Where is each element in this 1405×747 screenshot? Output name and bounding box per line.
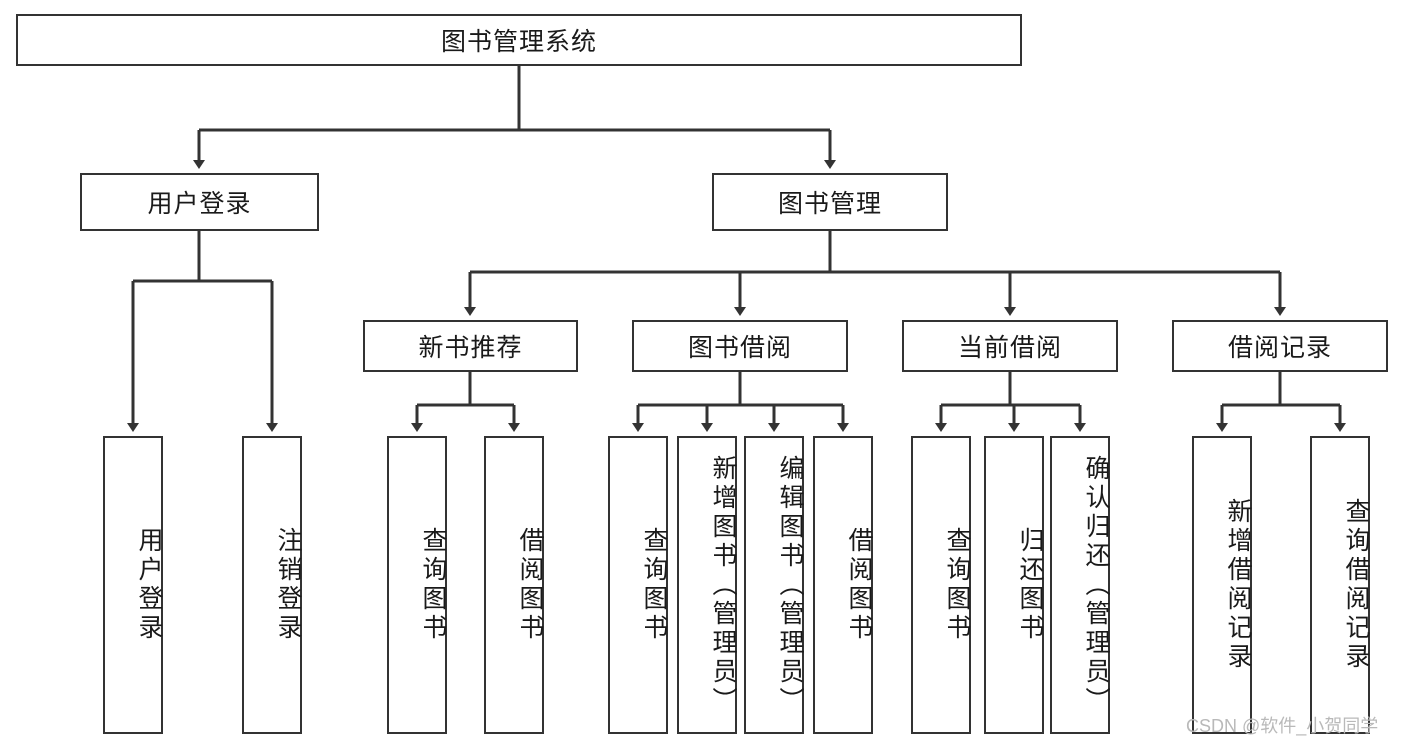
leaf-user-logout[interactable]: 注销登录 (242, 436, 302, 734)
leaf-label: 归还图书 (1016, 527, 1044, 643)
leaf-label: 查询图书 (943, 527, 971, 643)
leaf-borrow-book-2[interactable]: 借阅图书 (813, 436, 873, 734)
leaf-query-book-3[interactable]: 查询图书 (911, 436, 971, 734)
node-book-manage[interactable]: 图书管理 (712, 173, 948, 231)
leaf-label: 借阅图书 (516, 527, 544, 643)
node-new-book-recommend[interactable]: 新书推荐 (363, 320, 578, 372)
leaf-query-book-1[interactable]: 查询图书 (387, 436, 447, 734)
leaf-label: 新增图书（管理员） (709, 454, 737, 716)
leaf-add-book[interactable]: 新增图书（管理员） (677, 436, 737, 734)
leaf-user-login[interactable]: 用户登录 (103, 436, 163, 734)
leaf-query-record[interactable]: 查询借阅记录 (1310, 436, 1370, 734)
leaf-return-book[interactable]: 归还图书 (984, 436, 1044, 734)
node-user-login[interactable]: 用户登录 (80, 173, 319, 231)
leaf-borrow-book-1[interactable]: 借阅图书 (484, 436, 544, 734)
leaf-label: 查询图书 (419, 527, 447, 643)
leaf-confirm-return[interactable]: 确认归还（管理员） (1050, 436, 1110, 734)
leaf-label: 确认归还（管理员） (1082, 454, 1110, 716)
leaf-edit-book[interactable]: 编辑图书（管理员） (744, 436, 804, 734)
leaf-label: 新增借阅记录 (1224, 498, 1252, 672)
leaf-add-record[interactable]: 新增借阅记录 (1192, 436, 1252, 734)
node-current-borrow[interactable]: 当前借阅 (902, 320, 1118, 372)
leaf-query-book-2[interactable]: 查询图书 (608, 436, 668, 734)
node-borrow-record[interactable]: 借阅记录 (1172, 320, 1388, 372)
node-root[interactable]: 图书管理系统 (16, 14, 1022, 66)
leaf-label: 查询图书 (640, 527, 668, 643)
leaf-label: 借阅图书 (845, 527, 873, 643)
watermark-text: CSDN @软件_小贺同学 (1186, 716, 1379, 736)
leaf-label: 编辑图书（管理员） (776, 454, 804, 716)
node-book-borrow[interactable]: 图书借阅 (632, 320, 848, 372)
leaf-label: 查询借阅记录 (1342, 498, 1370, 672)
leaf-label: 用户登录 (135, 527, 163, 643)
leaf-label: 注销登录 (274, 527, 302, 643)
